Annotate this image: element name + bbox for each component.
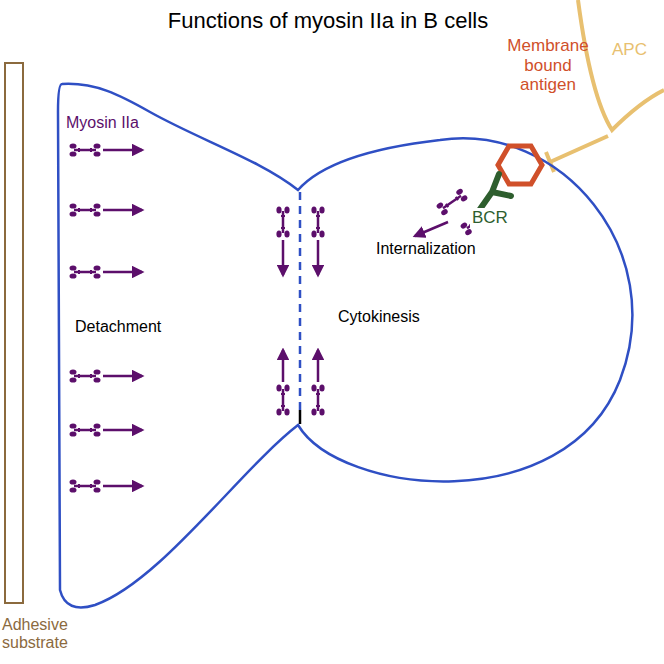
- antigen-label: Membrane bound antigen: [498, 36, 598, 95]
- substrate-label: Adhesive substrate: [2, 616, 92, 653]
- apc-membrane: [578, 0, 664, 130]
- apc-label: APC: [612, 40, 647, 60]
- bcr-symbol: [478, 174, 511, 212]
- function-label: Cytokinesis: [338, 308, 420, 326]
- cleavage-furrow-end: [299, 410, 302, 424]
- antigen-hexagon: [498, 146, 542, 184]
- adhesive-substrate: [5, 63, 23, 603]
- cytokinesis-myosins: [276, 207, 324, 416]
- b-cell-outline: [58, 84, 632, 608]
- title: Functions of myosin IIa in B cells: [0, 8, 660, 33]
- function-label: Internalization: [376, 240, 476, 258]
- myosin-label: Myosin IIa: [66, 114, 139, 132]
- function-label: Detachment: [75, 318, 161, 336]
- bcr-label: BCR: [470, 208, 510, 228]
- cleavage-furrow: [299, 192, 302, 410]
